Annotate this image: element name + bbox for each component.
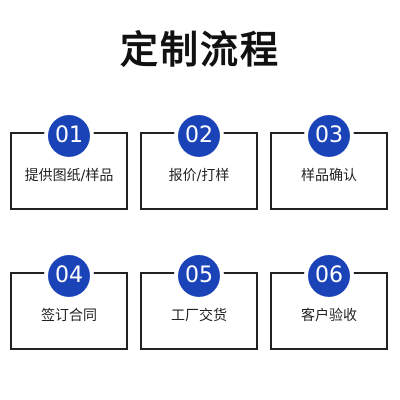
step-card-1: 01 提供图纸/样品 [10, 115, 128, 210]
step-label: 报价/打样 [168, 168, 230, 184]
step-number-badge: 04 [48, 255, 90, 297]
step-number-badge: 02 [178, 115, 220, 157]
step-label: 样品确认 [301, 168, 357, 184]
step-number-badge: 01 [48, 115, 90, 157]
step-card-6: 06 客户验收 [270, 255, 388, 350]
step-number-badge: 03 [308, 115, 350, 157]
step-label: 工厂交货 [171, 308, 227, 324]
step-card-2: 02 报价/打样 [140, 115, 258, 210]
step-card-3: 03 样品确认 [270, 115, 388, 210]
step-number-badge: 05 [178, 255, 220, 297]
step-label: 提供图纸/样品 [24, 168, 114, 184]
step-card-4: 04 签订合同 [10, 255, 128, 350]
page-title: 定制流程 [119, 28, 280, 72]
step-card-5: 05 工厂交货 [140, 255, 258, 350]
step-label: 客户验收 [301, 308, 357, 324]
step-number-badge: 06 [308, 255, 350, 297]
step-label: 签订合同 [41, 308, 97, 324]
